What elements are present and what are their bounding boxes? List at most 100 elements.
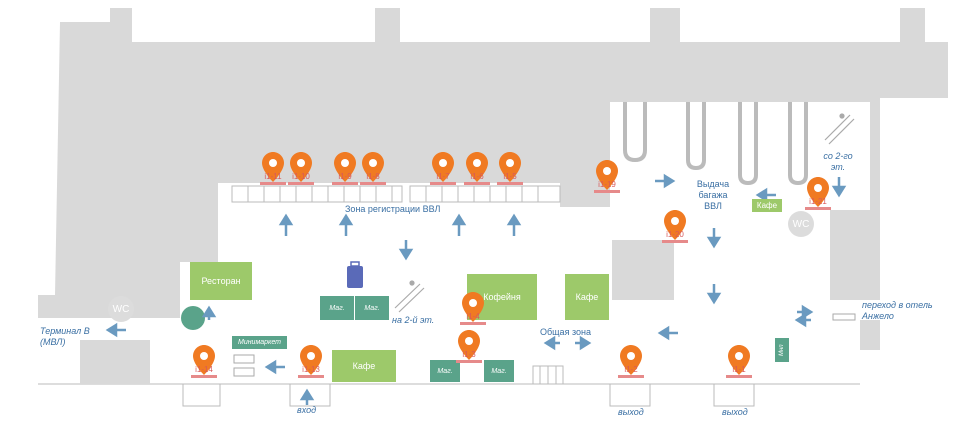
pin-label: i1-13 bbox=[302, 365, 320, 374]
map-pin-icon bbox=[193, 345, 215, 375]
map-pin-icon bbox=[462, 292, 484, 322]
hotel-counter-icon bbox=[832, 313, 856, 321]
pin-label: i1-2 bbox=[624, 365, 638, 374]
pin-label: i1-8 bbox=[366, 172, 380, 181]
info-pin[interactable]: i1-6 bbox=[464, 152, 490, 192]
info-pin[interactable]: i1-11 bbox=[260, 152, 286, 192]
from-second-floor-label: со 2-го эт. bbox=[823, 151, 853, 172]
info-pin[interactable]: i1-8 bbox=[360, 152, 386, 192]
info-pin[interactable]: i1-21 bbox=[805, 177, 831, 217]
pin-underline bbox=[662, 240, 688, 243]
shop-2[interactable]: Маг. bbox=[355, 296, 389, 320]
map-pin-icon bbox=[596, 160, 618, 190]
info-pin[interactable]: i1-5 bbox=[497, 152, 523, 192]
pin-label: i1-21 bbox=[809, 197, 827, 206]
exit-notch-4 bbox=[713, 383, 755, 407]
info-pin[interactable]: i1-14 bbox=[191, 345, 217, 385]
pin-underline bbox=[456, 360, 482, 363]
map-pin-icon bbox=[362, 152, 384, 182]
pin-label: i1-6 bbox=[470, 172, 484, 181]
exit-label-1: выход bbox=[618, 407, 644, 417]
pin-label: i1-9 bbox=[338, 172, 352, 181]
minimarket[interactable]: Минимаркет bbox=[232, 336, 287, 349]
cafe-baggage[interactable]: Кафе bbox=[752, 199, 782, 212]
pin-label: i1-19 bbox=[598, 180, 616, 189]
cafe-center[interactable]: Кафе bbox=[565, 274, 609, 320]
info-pin[interactable]: i1-19 bbox=[594, 160, 620, 200]
info-pin[interactable]: i1-2 bbox=[618, 345, 644, 385]
pin-underline bbox=[360, 182, 386, 185]
pin-underline bbox=[430, 182, 456, 185]
wc-right[interactable]: WC bbox=[788, 211, 814, 237]
info-pin[interactable]: i1-7 bbox=[430, 152, 456, 192]
info-pin[interactable]: i1-9 bbox=[332, 152, 358, 192]
pin-underline bbox=[805, 207, 831, 210]
map-pin-icon bbox=[807, 177, 829, 207]
pin-label: i1-4 bbox=[466, 312, 480, 321]
tables-icon bbox=[233, 354, 255, 377]
map-pin-icon bbox=[728, 345, 750, 375]
info-pin[interactable]: i1-4 bbox=[460, 292, 486, 332]
map-pin-icon bbox=[499, 152, 521, 182]
entrance-label: вход bbox=[297, 405, 317, 415]
terminal-b-label: Терминал В (МВЛ) bbox=[40, 326, 90, 347]
baggage-carousels bbox=[623, 102, 808, 186]
to-second-floor-label: на 2-й эт. bbox=[392, 315, 435, 325]
common-zone-label: Общая зона bbox=[540, 327, 591, 337]
shop-4[interactable]: Маг. bbox=[484, 360, 514, 382]
wall-right bbox=[612, 240, 674, 300]
map-pin-icon bbox=[466, 152, 488, 182]
pin-label: i1-3 bbox=[462, 350, 476, 359]
info-circle bbox=[181, 306, 205, 330]
pin-underline bbox=[726, 375, 752, 378]
checkin-counters bbox=[231, 185, 561, 203]
pin-label: i1-1 bbox=[732, 365, 746, 374]
info-pin[interactable]: i1-20 bbox=[662, 210, 688, 250]
bench-icon bbox=[532, 365, 564, 385]
map-pin-icon bbox=[334, 152, 356, 182]
map-pin-icon bbox=[432, 152, 454, 182]
map-pin-icon bbox=[620, 345, 642, 375]
pin-underline bbox=[191, 375, 217, 378]
exit-label-2: выход bbox=[722, 407, 748, 417]
info-pin[interactable]: i1-1 bbox=[726, 345, 752, 385]
to-hotel-label: переход в отель Анжело bbox=[862, 300, 933, 321]
wc-left[interactable]: WC bbox=[108, 296, 134, 322]
pin-label: i1-11 bbox=[264, 172, 282, 181]
shop-1[interactable]: Маг. bbox=[320, 296, 354, 320]
map-pin-icon bbox=[664, 210, 686, 240]
map-pin-icon bbox=[458, 330, 480, 360]
info-pin[interactable]: i1-3 bbox=[456, 330, 482, 370]
pin-underline bbox=[497, 182, 523, 185]
service-desk[interactable]: Мнп bbox=[775, 338, 789, 362]
luggage-icon bbox=[347, 261, 363, 288]
pin-underline bbox=[298, 375, 324, 378]
pin-label: i1-20 bbox=[666, 230, 684, 239]
restaurant[interactable]: Ресторан bbox=[190, 262, 252, 300]
terminal-b-block bbox=[80, 340, 150, 384]
escalator-icon bbox=[394, 113, 855, 313]
cafe-bottom[interactable]: Кафе bbox=[332, 350, 396, 382]
info-pin[interactable]: i1-13 bbox=[298, 345, 324, 385]
pin-label: i1-14 bbox=[195, 365, 213, 374]
map-pin-icon bbox=[300, 345, 322, 375]
pin-underline bbox=[594, 190, 620, 193]
map-pin-icon bbox=[290, 152, 312, 182]
pin-underline bbox=[332, 182, 358, 185]
pin-label: i1-10 bbox=[292, 172, 310, 181]
pin-underline bbox=[618, 375, 644, 378]
direction-arrows bbox=[105, 173, 847, 405]
shop-3[interactable]: Маг. bbox=[430, 360, 460, 382]
pin-underline bbox=[460, 322, 486, 325]
exit-notch-3 bbox=[609, 383, 651, 407]
pin-underline bbox=[464, 182, 490, 185]
exit-notch-1 bbox=[182, 383, 221, 407]
pin-label: i1-5 bbox=[503, 172, 517, 181]
info-pin[interactable]: i1-10 bbox=[288, 152, 314, 192]
pin-underline bbox=[260, 182, 286, 185]
baggage-claim-label: Выдача багажа ВВЛ bbox=[696, 179, 730, 211]
checkin-zone-label: Зона регистрации ВВЛ bbox=[345, 204, 441, 214]
pin-label: i1-7 bbox=[436, 172, 450, 181]
